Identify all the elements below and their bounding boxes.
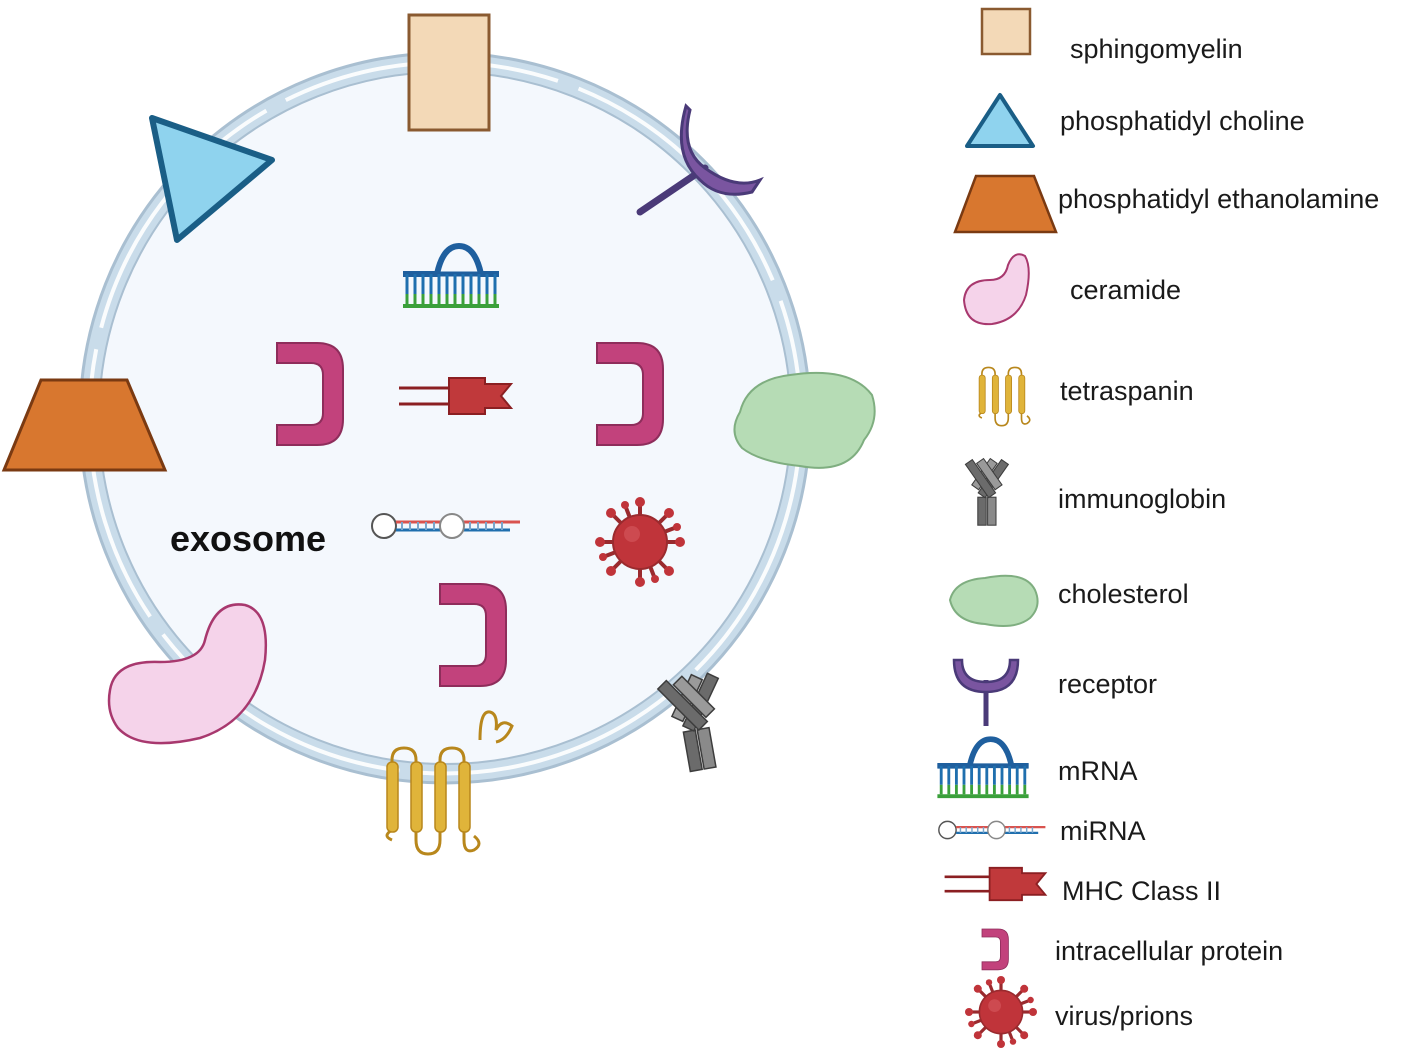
legend-label-tetraspanin: tetraspanin	[1060, 376, 1194, 406]
exosome-label: exosome	[170, 518, 327, 559]
legend-ceramide-icon	[962, 253, 1030, 326]
ceramide-blob-icon	[107, 603, 267, 745]
legend-intracellular-protein-icon	[981, 928, 1009, 971]
legend-label-sphingomyelin: sphingomyelin	[1070, 34, 1243, 64]
legend-label-mrna: mRNA	[1058, 756, 1138, 786]
legend-tetraspanin-icon	[978, 366, 1031, 427]
legend-mhc-class-ii-icon	[943, 866, 1047, 902]
immunoglobin-icon	[654, 662, 735, 776]
legend-label-virus-prions: virus/prions	[1055, 1001, 1194, 1031]
legend-label-cholesterol: cholesterol	[1058, 579, 1189, 609]
exosome-membrane	[78, 51, 812, 785]
legend-receptor-icon	[952, 658, 1020, 726]
legend-cholesterol-icon	[948, 574, 1039, 627]
cholesterol-blob-icon	[733, 371, 876, 469]
legend-label-receptor: receptor	[1058, 669, 1158, 699]
legend-label-mhc-class-ii: MHC Class II	[1062, 876, 1222, 906]
virus-icon	[593, 495, 687, 589]
legend-label-immunoglobin: immunoglobin	[1058, 484, 1227, 514]
legend-phosphatidyl-choline-icon	[965, 93, 1035, 148]
legend-virus-icon	[963, 974, 1039, 1050]
receptor-icon	[679, 103, 764, 196]
phosphatidyl-choline-triangle-icon	[149, 115, 275, 243]
legend-label-ceramide: ceramide	[1070, 275, 1182, 305]
phosphatidyl-ethanolamine-trapezoid-icon	[1, 378, 168, 472]
tetraspanin-icon	[478, 710, 514, 744]
legend-mirna-icon	[937, 820, 1047, 840]
legend-mrna-icon	[937, 739, 1028, 796]
legend-label-intracellular-protein: intracellular protein	[1055, 936, 1284, 966]
legend-label-phosphatidyl-choline: phosphatidyl choline	[1060, 106, 1305, 136]
legend-immunoglobin-icon	[964, 453, 1009, 526]
legend-label-mirna: miRNA	[1060, 816, 1146, 846]
legend-phosphatidyl-ethanolamine-icon	[953, 174, 1058, 234]
legend-label-phosphatidyl-ethanolamine: phosphatidyl ethanolamine	[1058, 184, 1380, 214]
sphingomyelin-square-icon	[407, 13, 491, 132]
legend-sphingomyelin-icon	[980, 7, 1032, 56]
